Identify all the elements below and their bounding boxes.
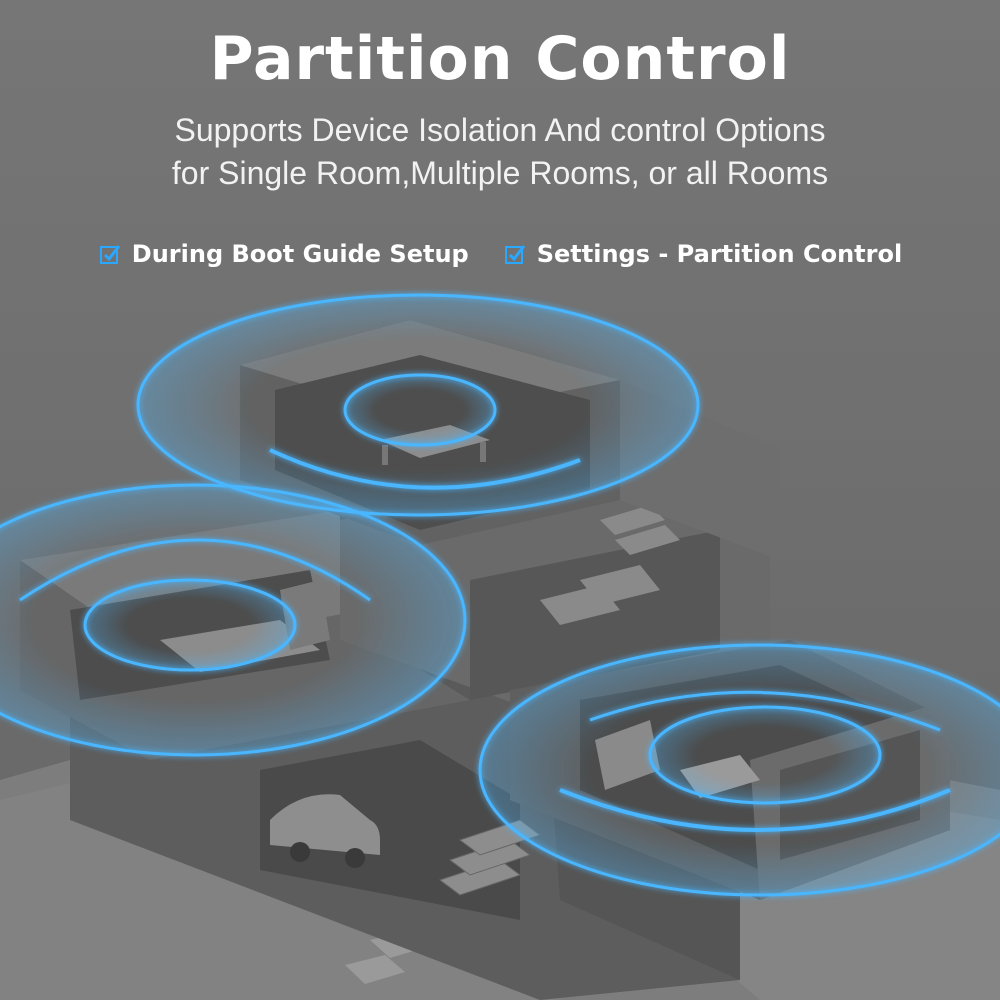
feature-list: During Boot Guide Setup Settings - Parti… [0, 240, 1000, 268]
subtitle-line-2: for Single Room,Multiple Rooms, or all R… [171, 155, 829, 191]
signal-rings-bedroom [0, 483, 467, 757]
page-title: Partition Control [209, 24, 791, 94]
terrace-stairs [600, 505, 680, 555]
car [270, 794, 380, 868]
feature-label: During Boot Guide Setup [131, 240, 469, 268]
feature-item-boot-guide: During Boot Guide Setup [98, 240, 469, 268]
loungers [540, 565, 660, 625]
subtitle-line-1: Supports Device Isolation And control Op… [174, 112, 826, 148]
feature-item-settings: Settings - Partition Control [503, 240, 902, 268]
signal-rings-top-room [136, 293, 700, 517]
feature-label: Settings - Partition Control [536, 240, 903, 268]
checkbox-checked-icon [504, 245, 525, 264]
checkbox-checked-icon [99, 245, 120, 264]
signal-rings-living-room [478, 643, 1000, 897]
